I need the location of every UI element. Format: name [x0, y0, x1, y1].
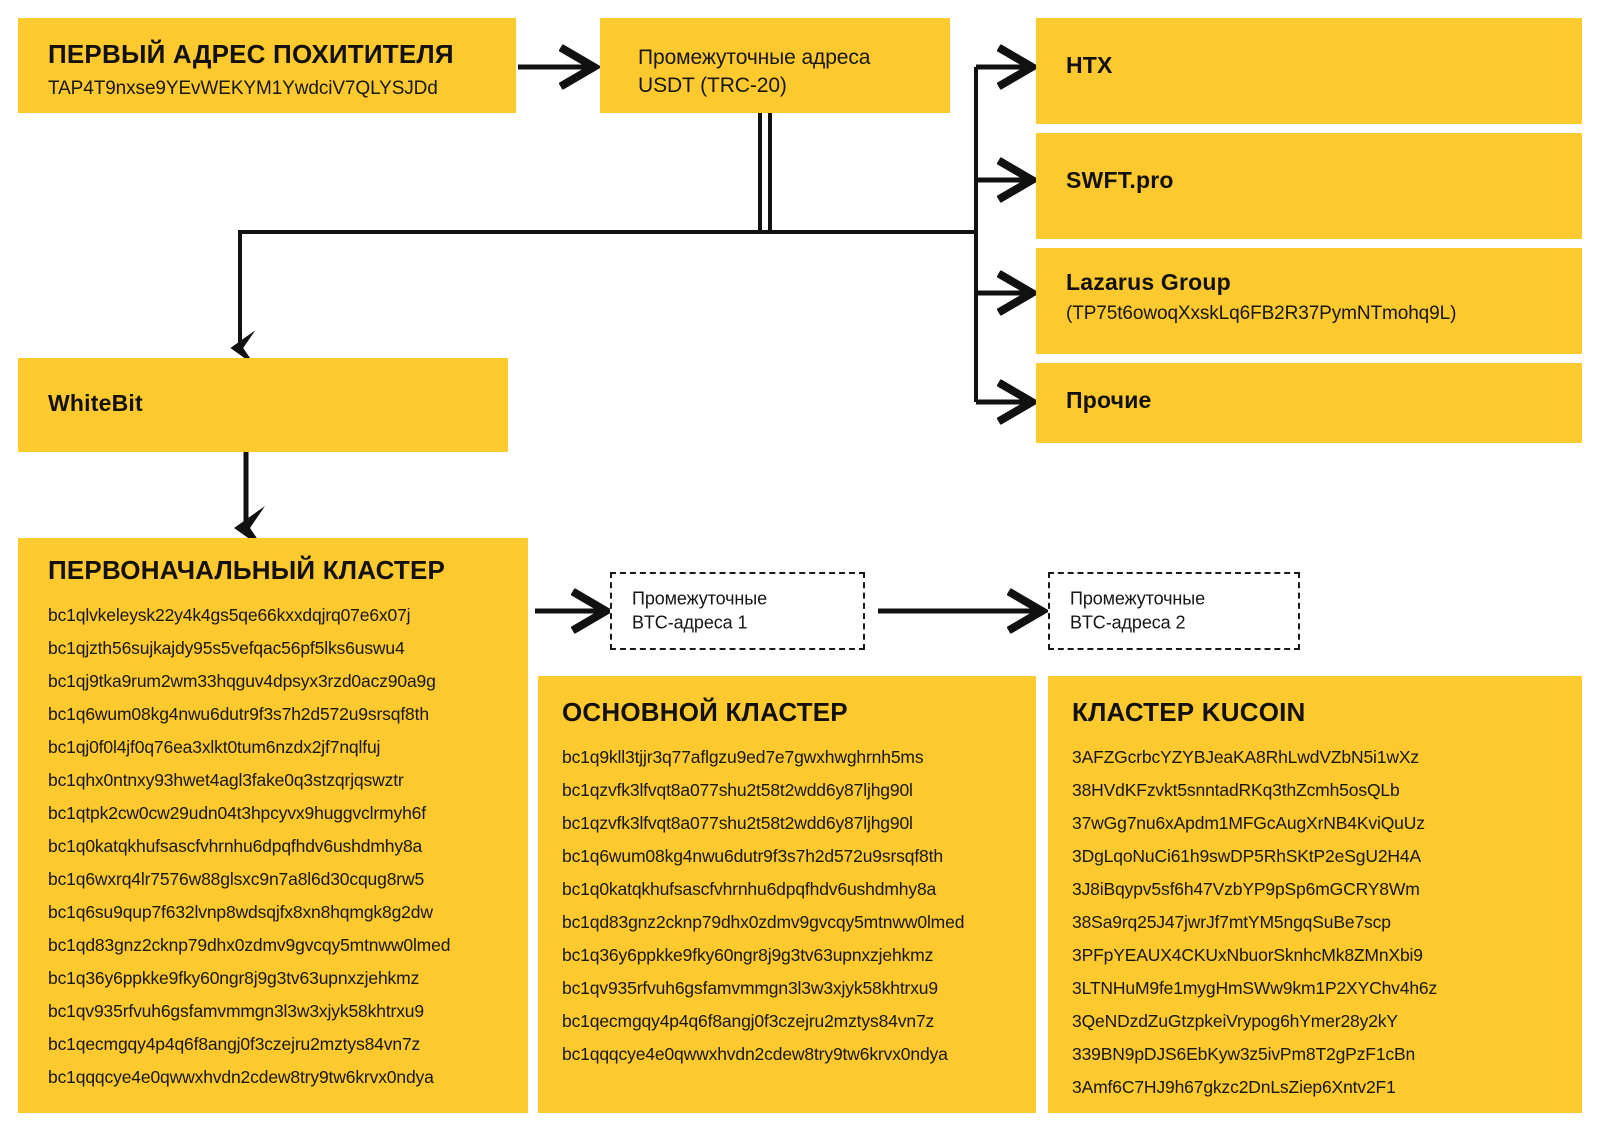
node-main-cluster[interactable]: ОСНОВНОЙ КЛАСТЕР bc1q9kll3tjjr3q77aflgzu…: [538, 676, 1036, 1113]
address-item: bc1q36y6ppkke9fky60ngr8j9g3tv63upnxzjehk…: [48, 967, 420, 988]
address-item: bc1qv935rfvuh6gsfamvmmgn3l3w3xjyk58khtrx…: [562, 977, 938, 998]
address-item: bc1qqqcye4e0qwwxhvdn2cdew8try9tw6krvx0nd…: [48, 1066, 434, 1087]
node-htx[interactable]: HTX: [1036, 18, 1582, 124]
address-item: 38HVdKFzvkt5snntadRKq3thZcmh5osQLb: [1072, 779, 1400, 800]
htx-title: HTX: [1066, 52, 1113, 78]
address-item: 37wGg7nu6xApdm1MFGcAugXrNB4KviQuUz: [1072, 812, 1425, 833]
address-item: bc1qecmgqy4p4q6f8angj0f3czejru2mztys84vn…: [48, 1033, 421, 1054]
address-item: bc1q6su9qup7f632lvnp8wdsqjfx8xn8hqmgk8g2…: [48, 901, 433, 922]
first-thief-address-value: TAP4T9nxse9YEvWEKYM1YwdciV7QLYSJDd: [48, 77, 438, 99]
address-item: 3AFZGcrbcYZYBJeaKA8RhLwdVZbN5i1wXz: [1072, 746, 1419, 767]
lazarus-group-address: (TP75t6owoqXxskLq6FB2R37PymNTmohq9L): [1066, 303, 1457, 325]
address-item: bc1qd83gnz2cknp79dhx0zdmv9gvcqy5mtnww0lm…: [562, 911, 965, 932]
initial-cluster-title: ПЕРВОНАЧАЛЬНЫЙ КЛАСТЕР: [48, 555, 446, 585]
node-whitebit[interactable]: WhiteBit: [18, 358, 508, 452]
intermediate-btc-1-label: Промежуточные BTC-адреса 1: [632, 587, 767, 636]
node-lazarus-group[interactable]: Lazarus Group (TP75t6owoqXxskLq6FB2R37Py…: [1036, 248, 1582, 354]
address-item: 3PFpYEAUX4CKUxNbuorSknhcMk8ZMnXbi9: [1072, 944, 1423, 965]
address-item: bc1qjzth56sujkajdy95s5vefqac56pf5lks6usw…: [48, 637, 405, 658]
address-item: bc1q36y6ppkke9fky60ngr8j9g3tv63upnxzjehk…: [562, 944, 934, 965]
connector-usdt-trunk: [758, 67, 978, 402]
main-cluster-address-list: bc1q9kll3tjjr3q77aflgzu9ed7e7gwxhwghrnh5…: [562, 741, 1018, 1071]
address-item: bc1q6wum08kg4nwu6dutr9f3s7h2d572u9srsqf8…: [48, 703, 429, 724]
node-other[interactable]: Прочие: [1036, 363, 1582, 443]
node-intermediate-usdt[interactable]: Промежуточные адреса USDT (TRC-20): [600, 18, 950, 113]
address-item: 3LTNHuM9fe1mygHmSWw9km1P2XYChv4h6z: [1072, 977, 1438, 998]
intermediate-btc-1-line1: Промежуточные: [632, 588, 768, 609]
intermediate-usdt-line2: USDT (TRC-20): [638, 74, 787, 98]
node-intermediate-btc-2[interactable]: Промежуточные BTC-адреса 2: [1048, 572, 1300, 650]
address-item: bc1qhx0ntnxy93hwet4agl3fake0q3stzqrjqswz…: [48, 769, 404, 790]
intermediate-btc-2-line1: Промежуточные: [1070, 588, 1206, 609]
address-item: bc1qecmgqy4p4q6f8angj0f3czejru2mztys84vn…: [562, 1010, 935, 1031]
first-thief-address-title: ПЕРВЫЙ АДРЕС ПОХИТИТЕЛЯ: [48, 39, 454, 69]
address-item: bc1qtpk2cw0cw29udn04t3hpcyvx9huggvclrmyh…: [48, 802, 426, 823]
address-item: bc1q0katqkhufsascfvhrnhu6dpqfhdv6ushdmhy…: [48, 835, 423, 856]
node-first-thief-address[interactable]: ПЕРВЫЙ АДРЕС ПОХИТИТЕЛЯ TAP4T9nxse9YEvWE…: [18, 18, 516, 113]
address-item: 3Amf6C7HJ9h67gkzc2DnLsZiep6Xntv2F1: [1072, 1076, 1396, 1097]
intermediate-btc-2-label: Промежуточные BTC-адреса 2: [1070, 587, 1205, 636]
kucoin-cluster-address-list: 3AFZGcrbcYZYBJeaKA8RhLwdVZbN5i1wXz 38HVdK…: [1072, 741, 1564, 1104]
node-intermediate-btc-1[interactable]: Промежуточные BTC-адреса 1: [610, 572, 865, 650]
node-swft[interactable]: SWFT.pro: [1036, 133, 1582, 239]
address-item: 3J8iBqypv5sf6h47VzbYP9pSp6mGCRY8Wm: [1072, 878, 1420, 899]
kucoin-cluster-title: КЛАСТЕР KUCOIN: [1072, 697, 1306, 727]
swft-title: SWFT.pro: [1066, 167, 1174, 193]
node-initial-cluster[interactable]: ПЕРВОНАЧАЛЬНЫЙ КЛАСТЕР bc1qlvkeleysk22y4…: [18, 538, 528, 1113]
initial-cluster-address-list: bc1qlvkeleysk22y4k4gs5qe66kxxdqjrq07e6x0…: [48, 599, 510, 1094]
address-item: 339BN9pDJS6EbKyw3z5ivPm8T2gPzF1cBn: [1072, 1043, 1416, 1064]
address-item: bc1qlvkeleysk22y4k4gs5qe66kxxdqjrq07e6x0…: [48, 604, 411, 625]
whitebit-title: WhiteBit: [48, 390, 143, 416]
address-item: bc1qzvfk3lfvqt8a077shu2t58t2wdd6y87ljhg9…: [562, 779, 913, 800]
address-item: 3DgLqoNuCi61h9swDP5RhSKtP2eSgU2H4A: [1072, 845, 1421, 866]
lazarus-group-title: Lazarus Group: [1066, 269, 1231, 295]
address-item: bc1q9kll3tjjr3q77aflgzu9ed7e7gwxhwghrnh5…: [562, 746, 924, 767]
main-cluster-title: ОСНОВНОЙ КЛАСТЕР: [562, 697, 848, 727]
address-item: bc1qv935rfvuh6gsfamvmmgn3l3w3xjyk58khtrx…: [48, 1000, 424, 1021]
intermediate-usdt-line1: Промежуточные адреса: [638, 46, 871, 69]
intermediate-btc-1-line2: BTC-адреса 1: [632, 613, 748, 633]
connector-to-whitebit: [230, 230, 760, 366]
address-item: bc1q0katqkhufsascfvhrnhu6dpqfhdv6ushdmhy…: [562, 878, 937, 899]
address-item: bc1qqqcye4e0qwwxhvdn2cdew8try9tw6krvx0nd…: [562, 1043, 948, 1064]
address-item: bc1qd83gnz2cknp79dhx0zdmv9gvcqy5mtnww0lm…: [48, 934, 451, 955]
other-title: Прочие: [1066, 387, 1152, 413]
address-item: bc1qj9tka9rum2wm33hqguv4dpsyx3rzd0acz90a…: [48, 670, 436, 691]
intermediate-btc-2-line2: BTC-адреса 2: [1070, 613, 1186, 633]
address-item: 38Sa9rq25J47jwrJf7mtYM5ngqSuBe7scp: [1072, 911, 1391, 932]
node-kucoin-cluster[interactable]: КЛАСТЕР KUCOIN 3AFZGcrbcYZYBJeaKA8RhLwdV…: [1048, 676, 1582, 1113]
address-item: bc1q6wum08kg4nwu6dutr9f3s7h2d572u9srsqf8…: [562, 845, 943, 866]
address-item: bc1q6wxrq4lr7576w88glsxc9n7a8l6d30cqug8r…: [48, 868, 425, 889]
address-item: bc1qj0f0l4jf0q76ea3xlkt0tum6nzdx2jf7nqlf…: [48, 736, 381, 757]
address-item: bc1qzvfk3lfvqt8a077shu2t58t2wdd6y87ljhg9…: [562, 812, 913, 833]
address-item: 3QeNDzdZuGtzpkeiVrypog6hYmer28y2kY: [1072, 1010, 1398, 1031]
